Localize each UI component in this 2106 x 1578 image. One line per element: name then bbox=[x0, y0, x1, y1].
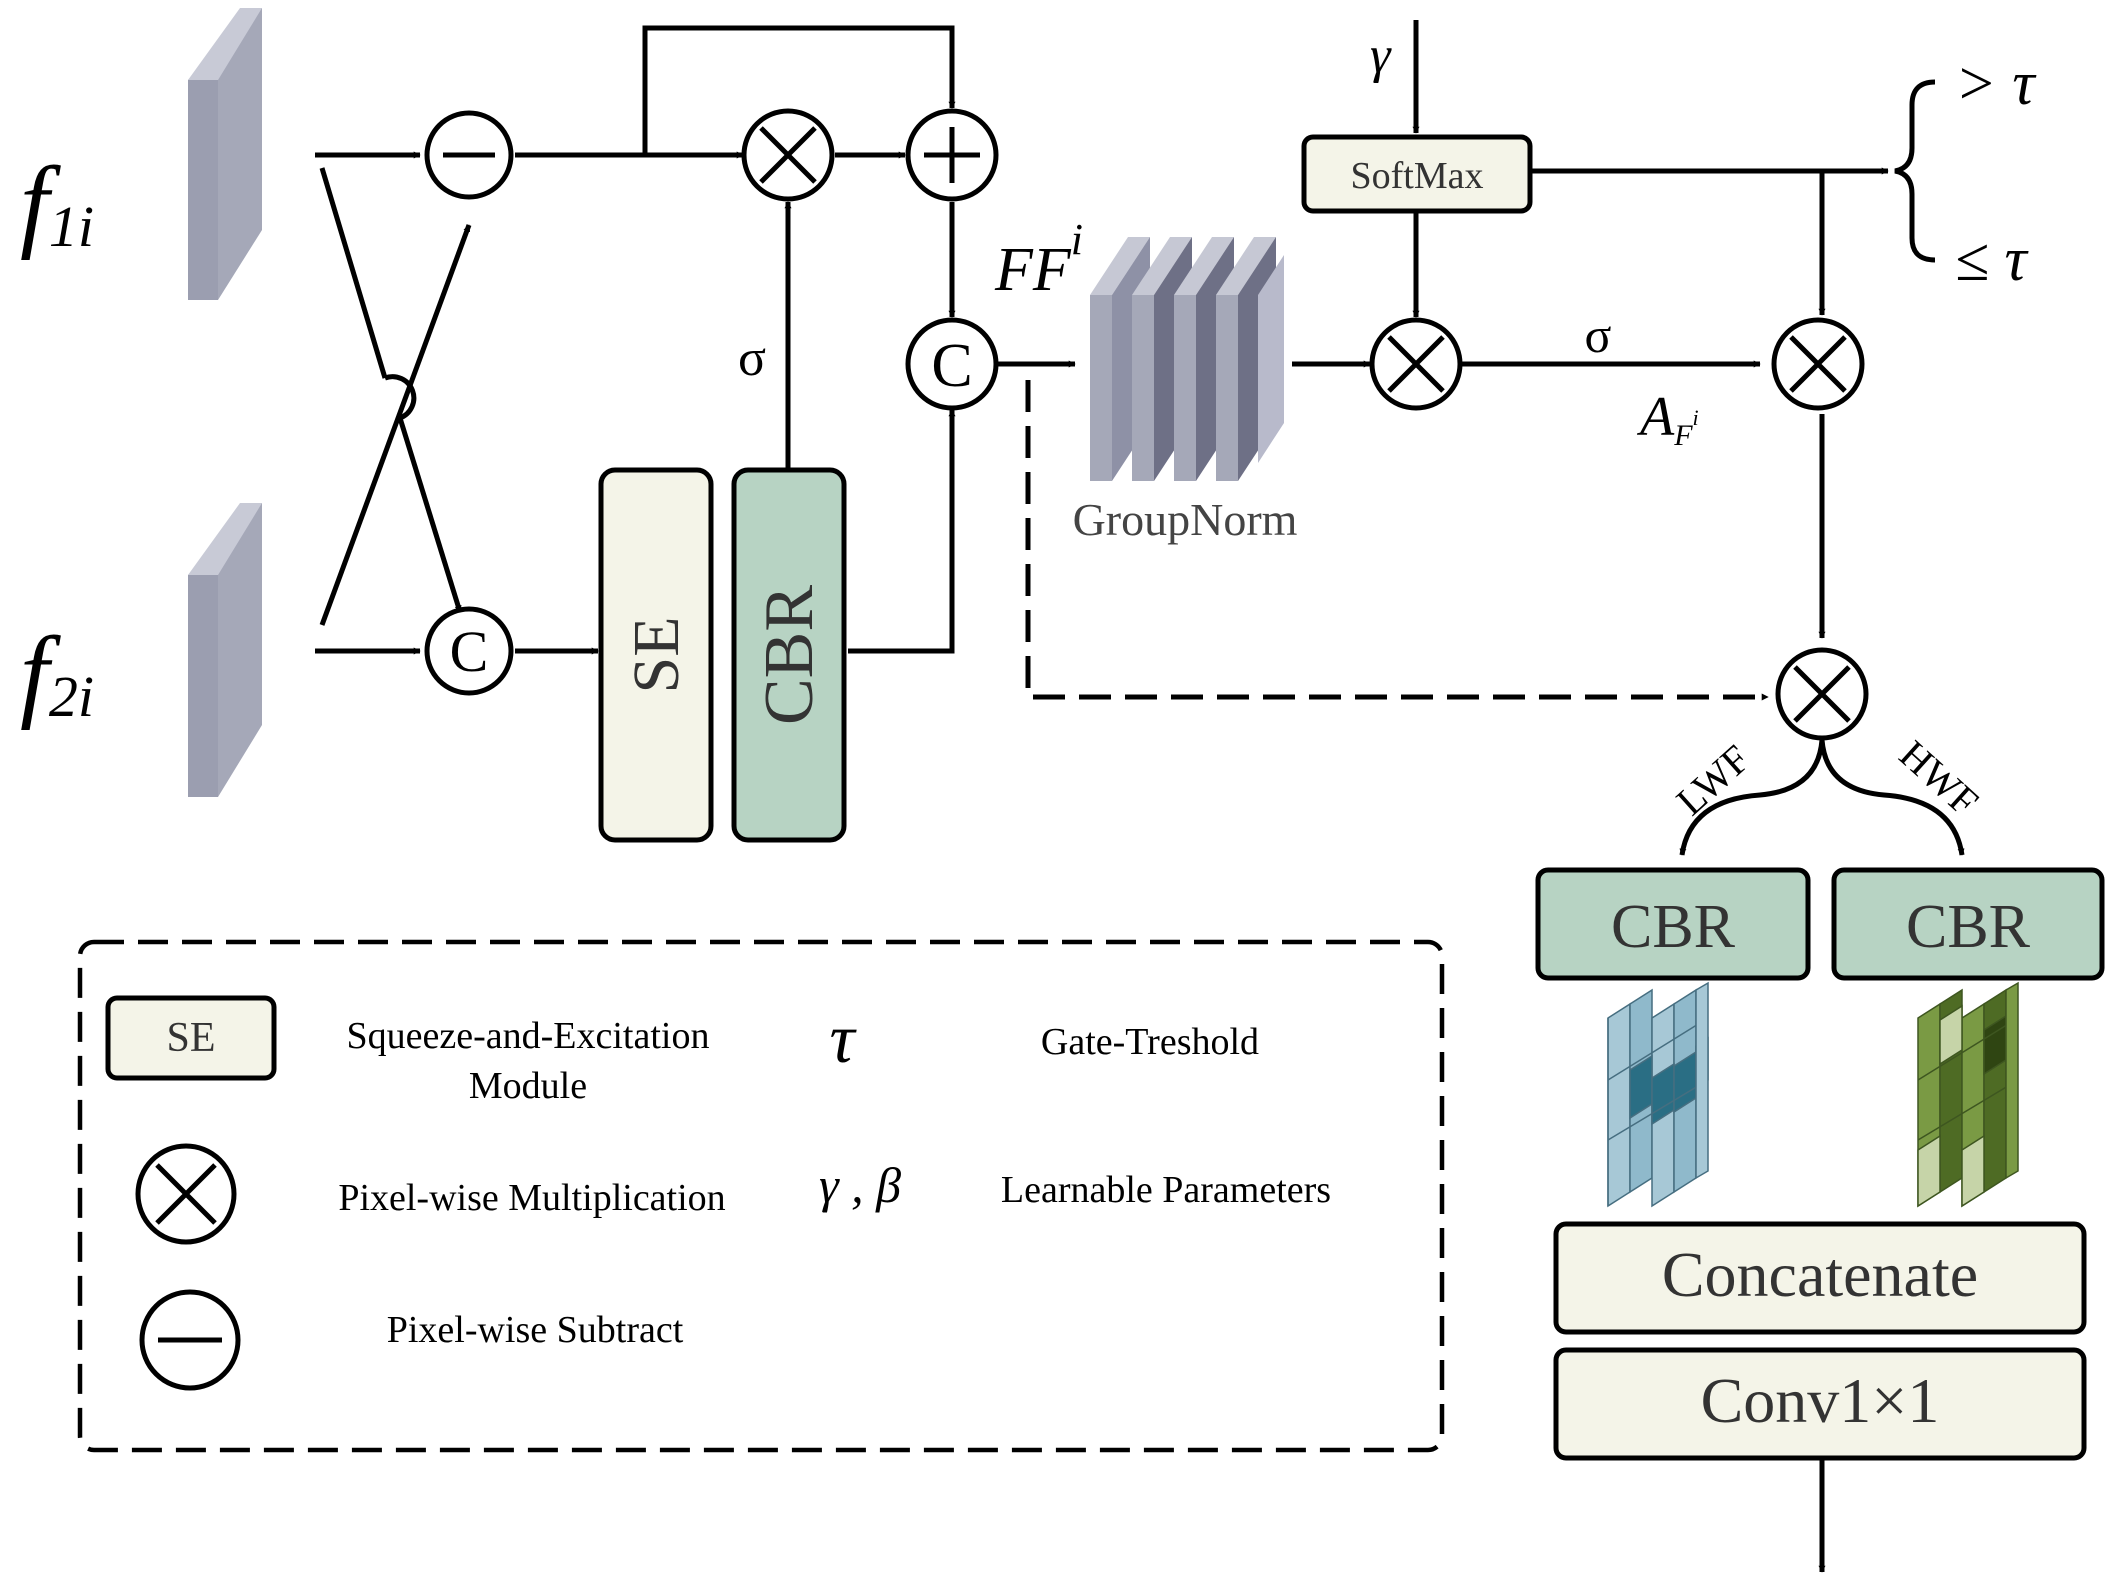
cbr-block-low: CBR bbox=[1535, 867, 1811, 981]
op-subtract-top bbox=[424, 110, 514, 200]
gate-brace bbox=[1894, 79, 1936, 263]
svg-text:CBR: CBR bbox=[751, 585, 828, 725]
legend-params-symbol: γ , β bbox=[819, 1157, 901, 1213]
conv1x1-block: Conv1×1 bbox=[1553, 1347, 2087, 1461]
svg-text:SE: SE bbox=[166, 1015, 215, 1061]
high-frequency-feature bbox=[1917, 981, 2019, 1208]
gamma-label: γ bbox=[1370, 27, 1392, 84]
concatenate-block: Concatenate bbox=[1553, 1221, 2087, 1335]
legend-tau-desc: Gate-Treshold bbox=[1041, 1021, 1259, 1063]
legend-multiply-desc: Pixel-wise Multiplication bbox=[338, 1177, 725, 1219]
groupnorm-label: GroupNorm bbox=[1073, 494, 1298, 545]
op-concat-main: C bbox=[905, 317, 999, 411]
feature-map-f1 bbox=[188, 8, 262, 300]
legend-frame bbox=[77, 939, 1445, 1453]
legend-se-symbol: SE bbox=[105, 995, 277, 1081]
op-multiply-final bbox=[1775, 647, 1869, 741]
lwf-label: LWF bbox=[1668, 736, 1759, 824]
softmax-block: SoftMax bbox=[1301, 134, 1533, 214]
legend-se-desc-line1: Squeeze-and-Excitation bbox=[347, 1015, 710, 1057]
op-add bbox=[905, 108, 999, 202]
input-f1-label: f1i bbox=[20, 146, 94, 261]
svg-text:Conv1×1: Conv1×1 bbox=[1701, 1365, 1940, 1436]
cbr-block-high: CBR bbox=[1831, 867, 2105, 981]
low-frequency-feature bbox=[1607, 981, 1709, 1208]
legend-subtract-icon bbox=[139, 1289, 241, 1391]
ff-label: FFi bbox=[994, 215, 1083, 304]
legend-tau-symbol: τ bbox=[829, 1001, 857, 1078]
af-label: AFi bbox=[1636, 386, 1699, 452]
se-block: SE bbox=[598, 467, 714, 843]
legend-params-desc: Learnable Parameters bbox=[1001, 1169, 1331, 1211]
gate-greater-label: > τ bbox=[1955, 50, 2037, 118]
svg-text:Concatenate: Concatenate bbox=[1662, 1239, 1978, 1310]
svg-text:SoftMax: SoftMax bbox=[1351, 155, 1484, 197]
groupnorm-feature-stack bbox=[1090, 237, 1284, 481]
legend: SE Squeeze-and-Excitation Module τ Gate-… bbox=[77, 939, 1445, 1453]
op-multiply-gn bbox=[1369, 317, 1463, 411]
op-multiply-attention bbox=[741, 108, 835, 202]
connections bbox=[315, 20, 1965, 1573]
op-concat-bottom: C bbox=[424, 606, 514, 696]
svg-text:C: C bbox=[931, 332, 972, 400]
feature-map-f2 bbox=[188, 503, 262, 797]
op-multiply-gate bbox=[1771, 317, 1865, 411]
legend-multiply-icon bbox=[135, 1143, 237, 1245]
svg-text:CBR: CBR bbox=[1611, 893, 1736, 961]
svg-text:C: C bbox=[450, 619, 489, 684]
cbr-block-main: CBR bbox=[731, 467, 847, 843]
sigma-label-gate: σ bbox=[1585, 307, 1612, 363]
legend-subtract-desc: Pixel-wise Subtract bbox=[387, 1309, 684, 1351]
svg-text:SE: SE bbox=[620, 616, 693, 693]
svg-text:CBR: CBR bbox=[1906, 893, 2031, 961]
gate-less-equal-label: ≤ τ bbox=[1955, 226, 2030, 294]
legend-se-desc-line2: Module bbox=[469, 1065, 587, 1107]
sigma-label-main: σ bbox=[738, 330, 766, 387]
input-f2-label: f2i bbox=[20, 616, 94, 731]
